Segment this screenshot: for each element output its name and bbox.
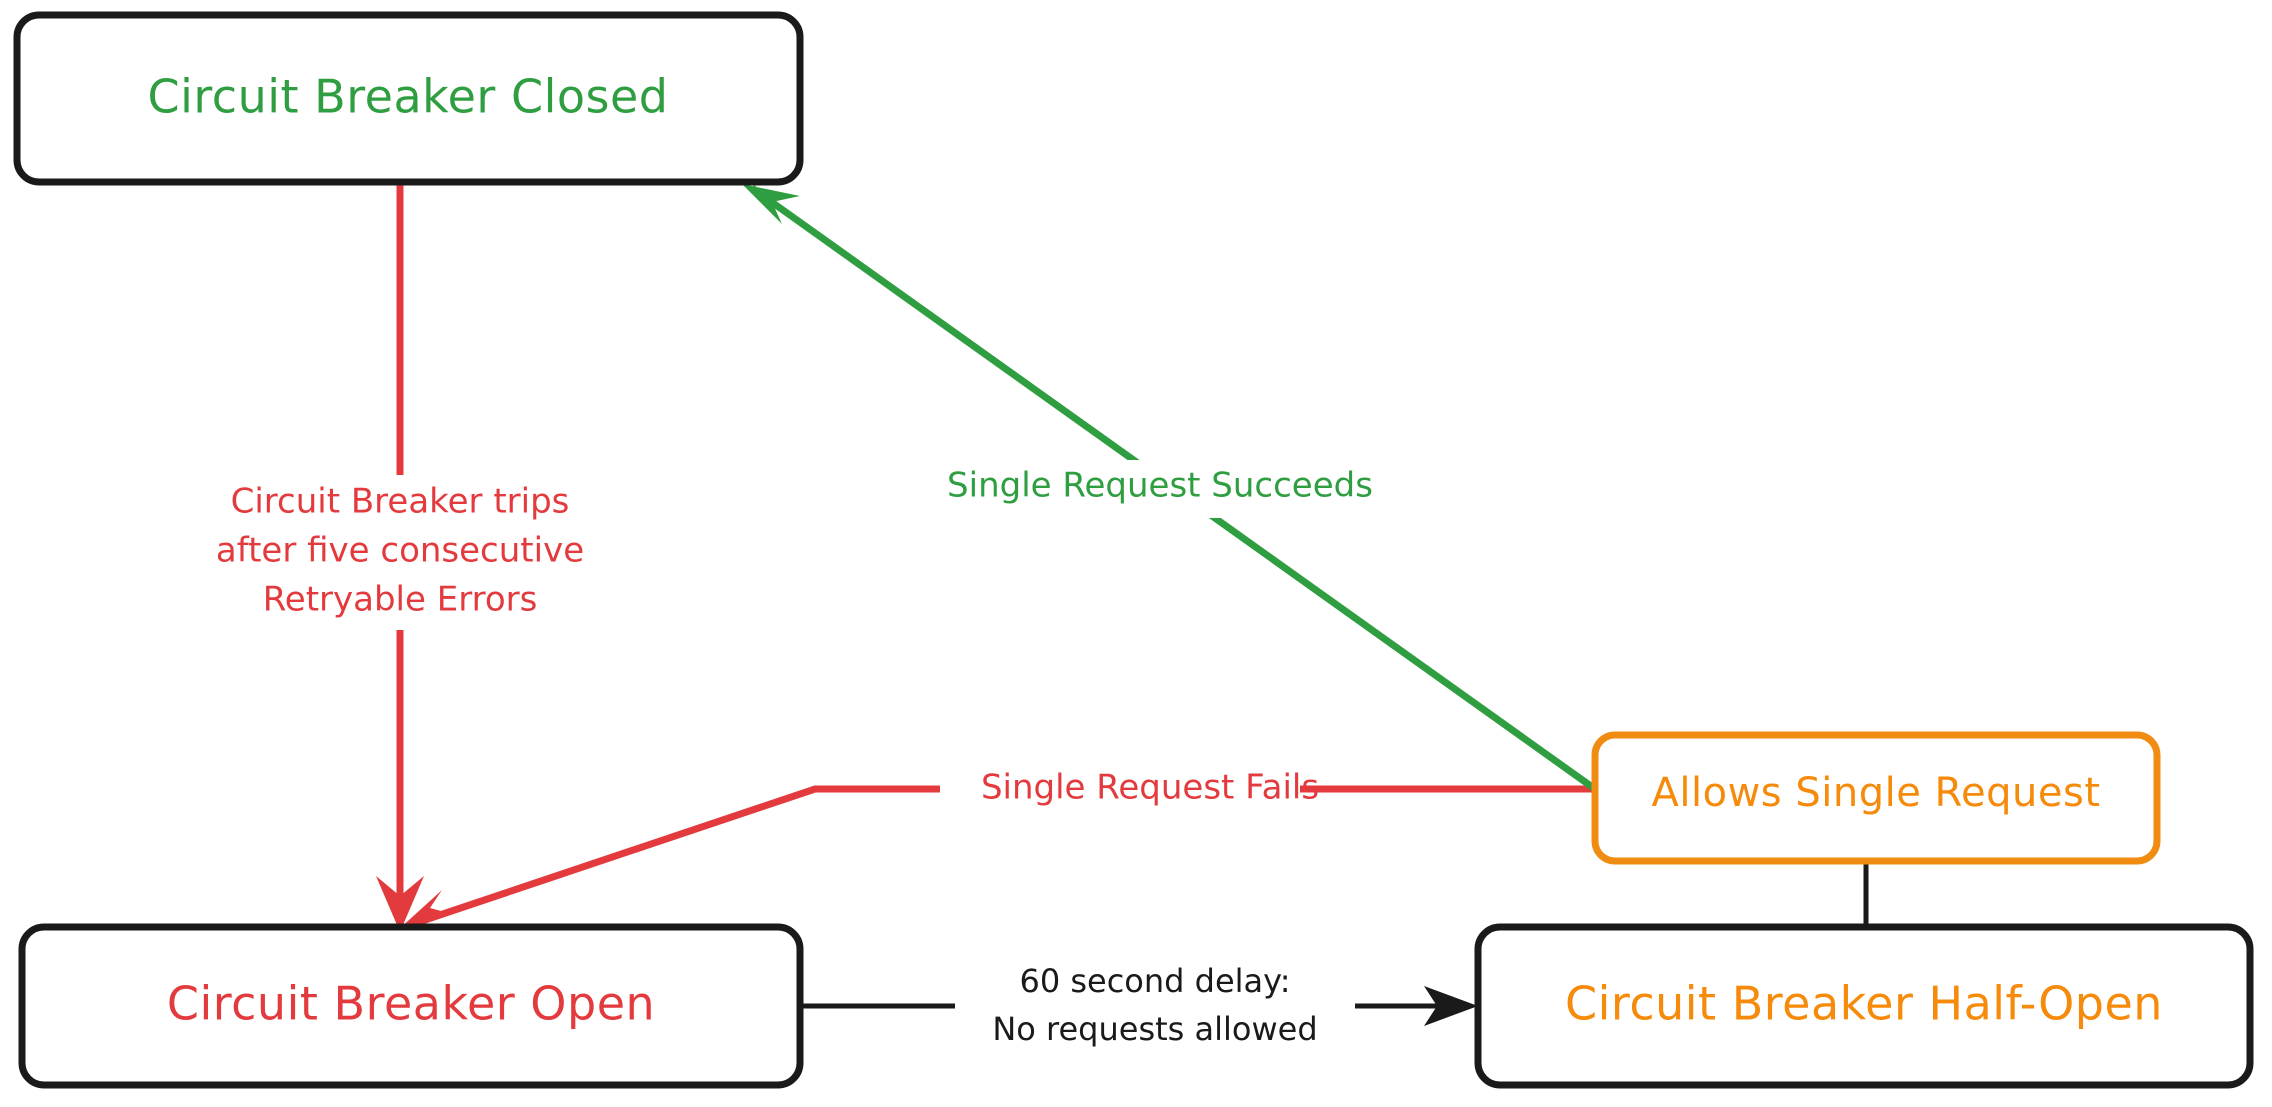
node-shape[interactable] bbox=[1474, 923, 2254, 1089]
edge-label-text: Single Request Succeeds bbox=[947, 466, 1373, 506]
label-backdrop bbox=[180, 475, 620, 630]
edge-label-line-3: Retryable Errors bbox=[263, 580, 538, 620]
arrowhead-allows-to-closed bbox=[742, 184, 800, 224]
edge-label-line-2: No requests allowed bbox=[992, 1010, 1317, 1048]
label-backdrop bbox=[940, 762, 1300, 816]
edge-label-line-1: Circuit Breaker trips bbox=[231, 482, 570, 522]
node-label-half-open: Circuit Breaker Half-Open bbox=[1565, 977, 2163, 1031]
arrowhead-allows-to-open bbox=[398, 890, 452, 930]
node-shape[interactable] bbox=[1591, 731, 2161, 865]
node-shape[interactable] bbox=[18, 923, 804, 1089]
edge-line-allows-to-open bbox=[408, 785, 1595, 929]
arrowhead-open-to-half-open bbox=[1424, 986, 1478, 1026]
node-circuit-breaker-half-open[interactable]: Circuit Breaker Half-Open bbox=[1474, 923, 2254, 1089]
arrowhead-closed-to-open bbox=[376, 876, 424, 932]
edge-allows-to-open bbox=[398, 785, 1595, 930]
node-circuit-breaker-open[interactable]: Circuit Breaker Open bbox=[18, 923, 804, 1089]
edge-label-allows-to-open: Single Request Fails bbox=[940, 762, 1319, 816]
edge-label-open-to-half-open: 60 second delay: No requests allowed bbox=[955, 955, 1355, 1059]
node-shape[interactable] bbox=[13, 11, 804, 186]
node-allows-single-request[interactable]: Allows Single Request bbox=[1591, 731, 2161, 865]
node-label-allows-single-request: Allows Single Request bbox=[1652, 770, 2101, 816]
label-backdrop bbox=[910, 460, 1330, 518]
node-label-closed: Circuit Breaker Closed bbox=[148, 70, 669, 124]
edge-label-line-1: 60 second delay: bbox=[1019, 962, 1290, 1000]
node-label-open: Circuit Breaker Open bbox=[167, 977, 655, 1031]
node-circuit-breaker-closed[interactable]: Circuit Breaker Closed bbox=[13, 11, 804, 186]
edge-label-line-2: after five consecutive bbox=[216, 531, 584, 571]
edge-label-text: Single Request Fails bbox=[981, 768, 1319, 808]
label-backdrop bbox=[955, 955, 1355, 1059]
edge-label-allows-to-closed: Single Request Succeeds bbox=[910, 460, 1373, 518]
edge-label-closed-to-open: Circuit Breaker trips after five consecu… bbox=[180, 475, 620, 630]
